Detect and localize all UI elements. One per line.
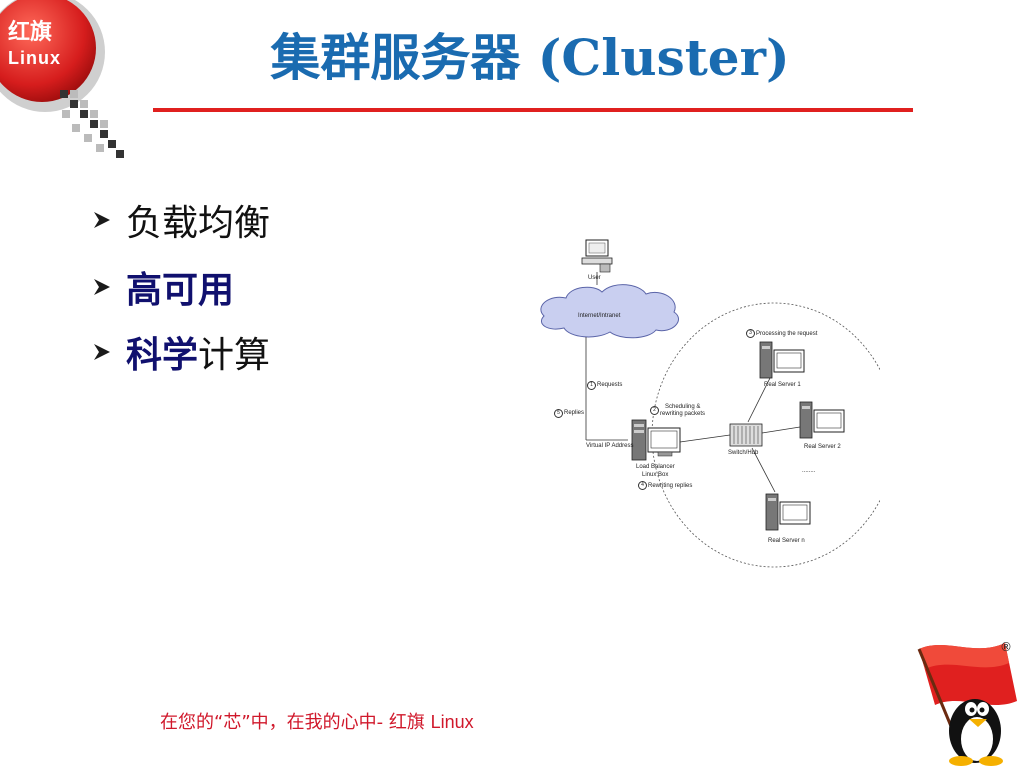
label-rewriting-replies: Rewriting replies — [648, 483, 693, 489]
internet-cloud-icon — [540, 284, 679, 339]
label-switch: Switch/Hub — [728, 450, 759, 456]
title-underline — [153, 108, 913, 112]
bullet-item-3: 科学计算 — [90, 327, 270, 377]
logo — [0, 0, 140, 180]
bullet-text: 高可用 — [126, 270, 235, 311]
logo-text-hongqi: 红旗 — [8, 19, 53, 45]
load-balancer-icon — [631, 419, 681, 461]
penguin-flag-icon — [917, 643, 1017, 766]
label-replies: Replies — [564, 410, 585, 416]
label-ellipsis: ........ — [802, 468, 816, 474]
label-load-balancer-2: Linux Box — [642, 472, 669, 478]
diagram-graphic — [540, 239, 880, 568]
real-server-n-icon — [765, 493, 811, 531]
label-requests: Requests — [597, 382, 623, 388]
step-4-badge: 4 — [638, 481, 647, 490]
label-scheduling-2: rewriting packets — [660, 411, 706, 417]
label-processing: Processing the request — [756, 331, 818, 337]
label-real-server-n: Real Server n — [768, 538, 805, 544]
bullet-item-2: 高可用 — [90, 262, 234, 312]
cluster-diagram: User Internet/Intranet 1 Requests 5 Repl… — [530, 230, 880, 575]
footer-text-linux: Linux — [430, 712, 474, 732]
label-real-server-2: Real Server 2 — [804, 444, 841, 450]
step-2-badge: 2 — [650, 406, 659, 415]
logo-text-linux: Linux — [8, 48, 61, 68]
label-user: User — [588, 275, 601, 281]
user-computer-icon — [581, 239, 613, 273]
bullet-arrow-icon — [94, 344, 110, 360]
label-real-server-1: Real Server 1 — [764, 382, 801, 388]
real-server-2-icon — [799, 401, 845, 439]
label-scheduling-1: Scheduling & — [665, 404, 701, 410]
step-5-badge: 5 — [554, 409, 563, 418]
label-load-balancer-1: Load Balancer — [636, 464, 675, 470]
bullet-text-bold: 科学 — [126, 335, 199, 376]
real-server-1-icon — [759, 341, 805, 379]
registered-mark: ® — [1000, 640, 1012, 654]
footer-slogan: 在您的“芯”中，在我的心中- 红旗 Linux — [160, 708, 474, 734]
switch-hub-icon — [729, 423, 763, 447]
footer-text-cn: 在您的“芯”中，在我的心中- 红旗 — [160, 712, 431, 733]
label-virtual-ip: Virtual IP Address — [586, 443, 634, 449]
step-1-badge: 1 — [587, 381, 596, 390]
bullet-text: 科学计算 — [126, 326, 270, 378]
bullet-arrow-icon — [94, 279, 110, 295]
bullet-arrow-icon — [94, 212, 110, 228]
page-title: 集群服务器 (Cluster) — [270, 28, 790, 87]
bullet-text-normal: 计算 — [198, 335, 271, 376]
bullet-text: 负载均衡 — [126, 203, 271, 244]
bullet-item-1: 负载均衡 — [90, 195, 270, 245]
logo-graphic — [0, 0, 124, 158]
label-internet: Internet/Intranet — [578, 313, 621, 319]
step-3-badge: 3 — [746, 329, 755, 338]
penguin-flag-mascot — [905, 635, 1024, 768]
